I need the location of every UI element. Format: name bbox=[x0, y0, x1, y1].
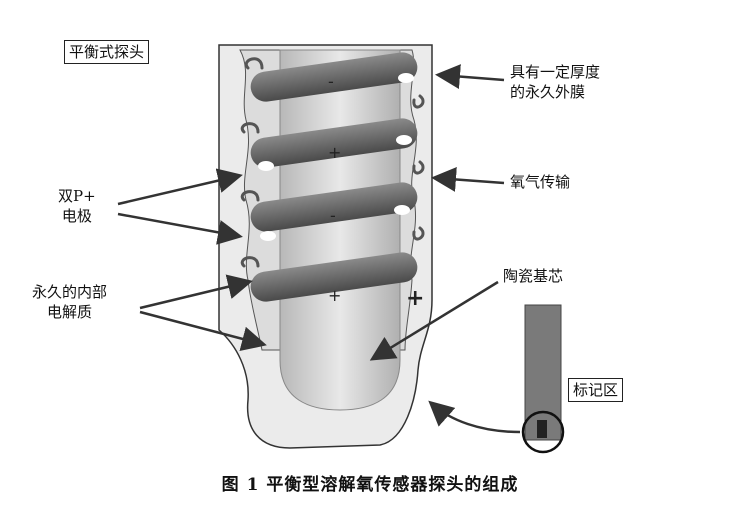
oxygen-transport-label: 氧气传输 bbox=[510, 173, 571, 191]
marker-strip bbox=[524, 304, 562, 441]
electrolyte-label: 永久的内部 电解质 bbox=[32, 283, 108, 321]
coil-4 bbox=[250, 252, 418, 302]
coil-1 bbox=[250, 52, 418, 102]
coil-3-sign: - bbox=[330, 206, 336, 225]
marker-circle bbox=[521, 410, 565, 454]
membrane-label: 具有一定厚度 的永久外膜 bbox=[510, 63, 601, 101]
coil-1-sign: - bbox=[328, 72, 334, 91]
electrode-label: 双P+ 电极 bbox=[58, 187, 96, 225]
coil-4-sign: + bbox=[328, 286, 342, 305]
ceramic-core bbox=[279, 49, 401, 411]
marker-area-label: 标记区 bbox=[568, 378, 624, 402]
coil-2-sign: + bbox=[328, 143, 342, 162]
figure-caption: 图 1 平衡型溶解氧传感器探头的组成 bbox=[221, 475, 519, 495]
title-box: 平衡式探头 bbox=[64, 40, 150, 64]
electrode-coils bbox=[250, 52, 418, 302]
callout-lines bbox=[117, 64, 521, 434]
ceramic-core-label: 陶瓷基芯 bbox=[503, 267, 564, 285]
coil-2 bbox=[250, 118, 418, 168]
oxygen-flow-arrows bbox=[240, 57, 425, 268]
side-plus-sign: + bbox=[406, 286, 425, 311]
coil-3 bbox=[250, 182, 418, 232]
